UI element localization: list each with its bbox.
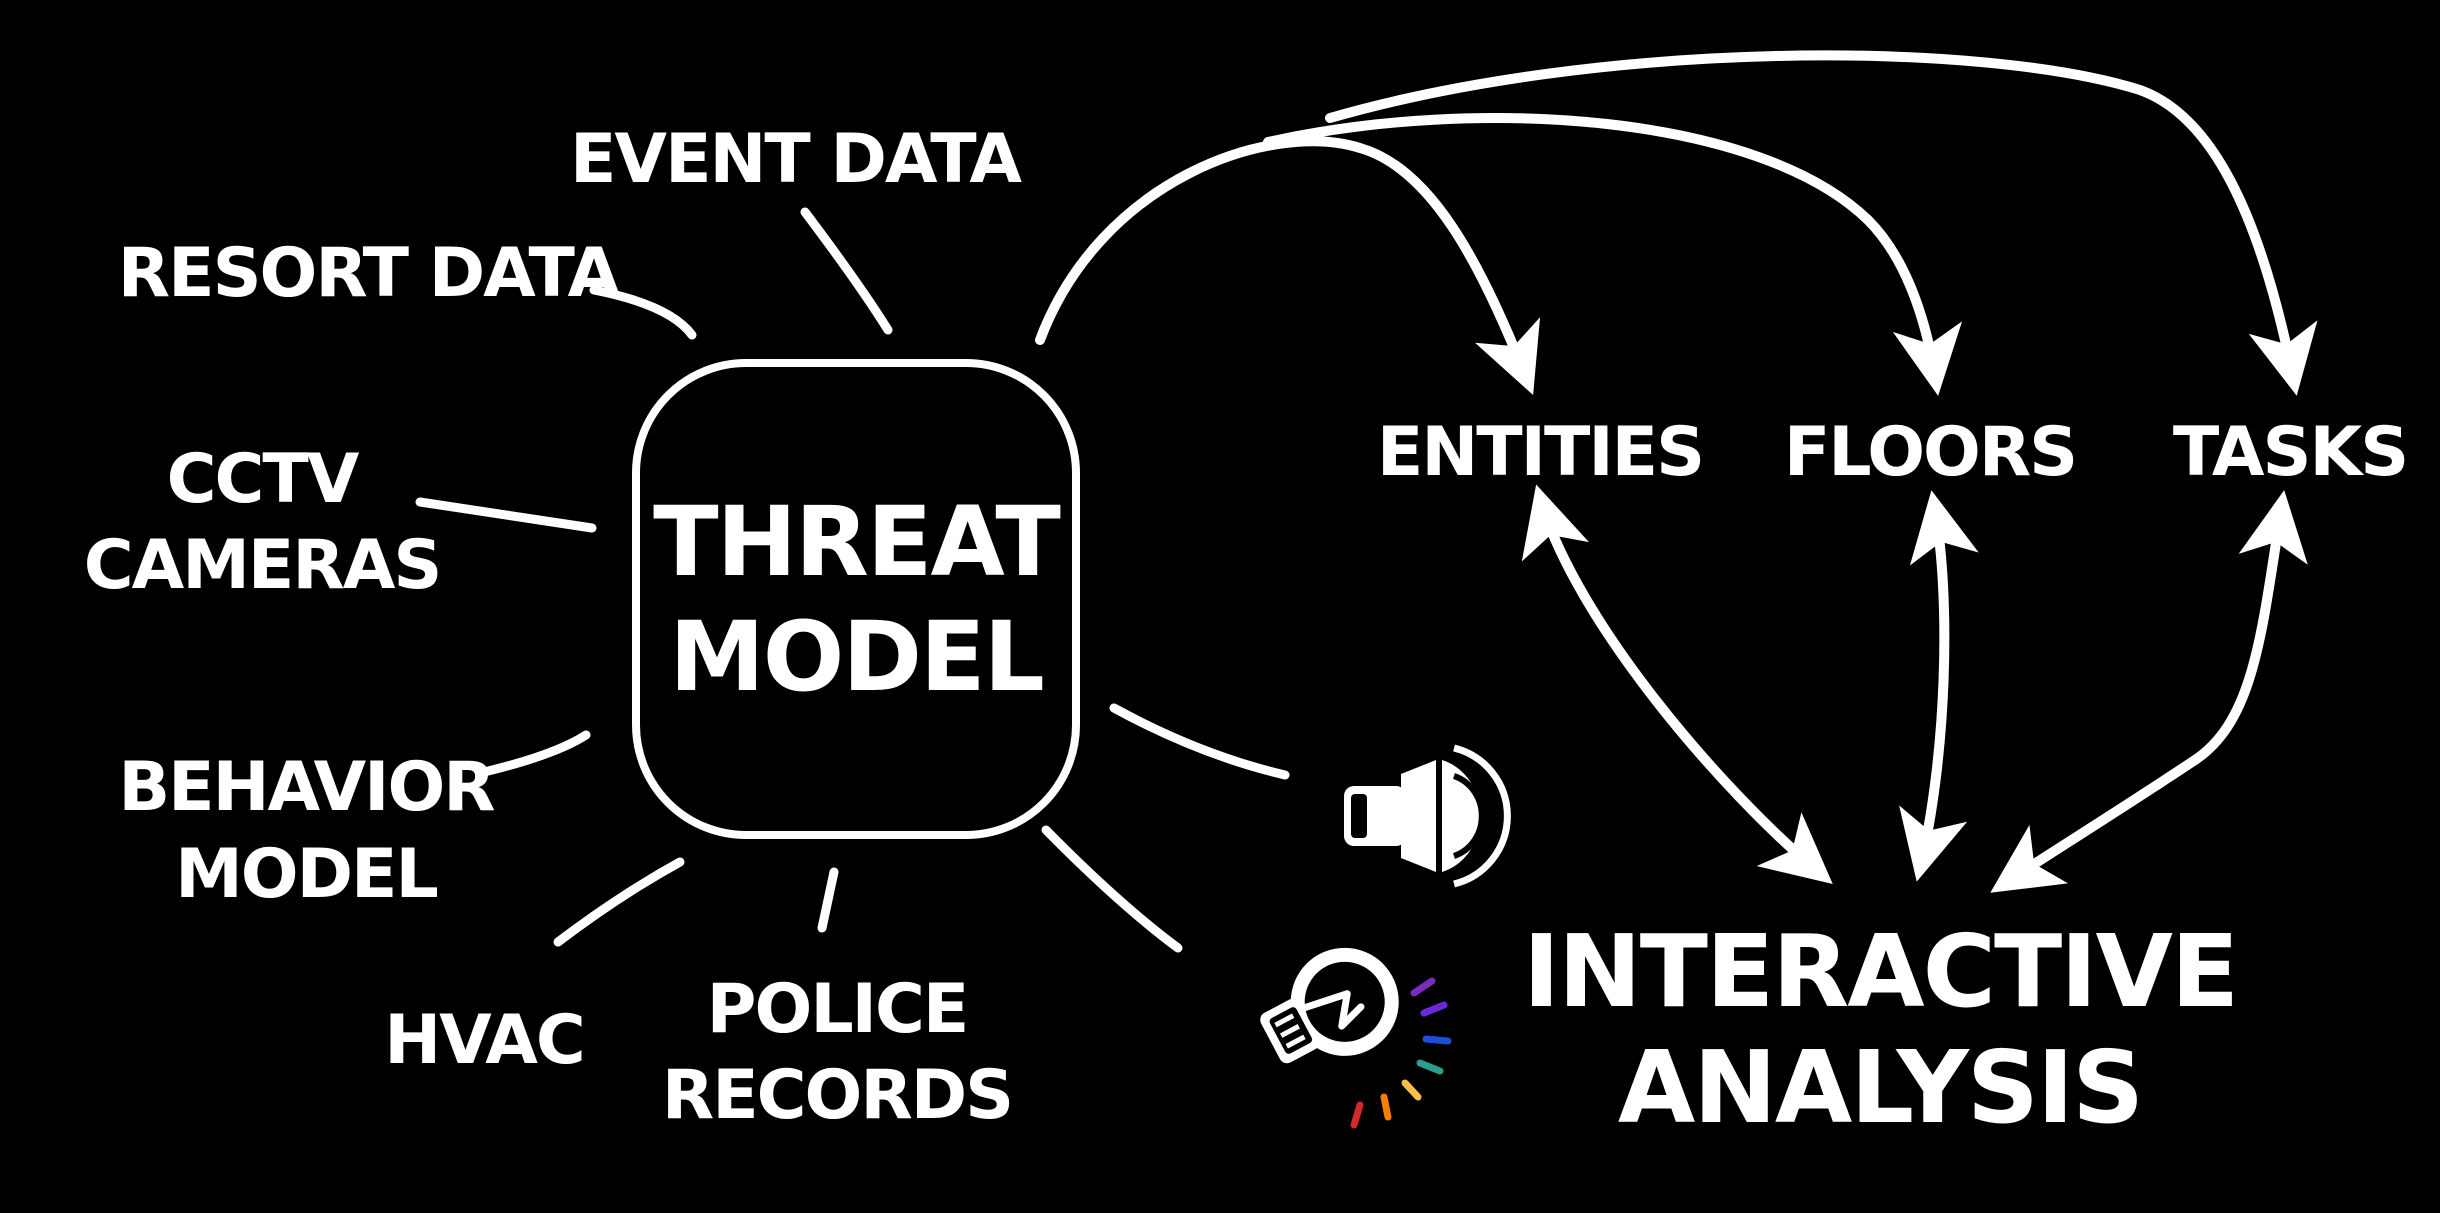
arrow-floors-analysis (1899, 490, 1979, 882)
label-police-line2: RECORDS (662, 1056, 1012, 1135)
label-floors: FLOORS (1784, 413, 2076, 492)
threat-model-title-line2: MODEL (669, 601, 1043, 713)
label-event-data: EVENT DATA (570, 120, 1022, 199)
label-hvac: HVAC (384, 1001, 583, 1080)
threat-model-box (632, 359, 1080, 839)
label-tasks: TASKS (2173, 413, 2407, 492)
connector-event-data (800, 207, 893, 335)
label-analysis-line2: ANALYSIS (1618, 1029, 2142, 1146)
arrow-to-tasks (1325, 50, 2318, 396)
connector-speaker (1109, 703, 1290, 780)
label-police-line1: POLICE (707, 970, 968, 1049)
label-entities: ENTITIES (1377, 413, 1703, 492)
arrow-to-floors (1263, 113, 1963, 396)
connector-police (817, 867, 839, 933)
connector-resort-data (589, 285, 697, 340)
label-cctv-line2: CAMERAS (84, 526, 441, 605)
arrow-tasks-analysis (1990, 490, 2308, 893)
label-cctv-line1: CCTV (167, 440, 360, 519)
arrow-to-entities (1035, 136, 1541, 396)
label-analysis-line1: INTERACTIVE (1523, 913, 2237, 1030)
label-behavior-line1: BEHAVIOR (118, 748, 494, 827)
lightbulb-icon (1260, 947, 1452, 1129)
label-behavior-line2: MODEL (175, 835, 437, 914)
label-resort-data: RESORT DATA (118, 234, 621, 313)
threat-model-title-line1: THREAT (653, 486, 1060, 598)
connector-behavior (479, 730, 591, 777)
connector-lightbulb (1041, 825, 1183, 953)
connector-cctv (415, 497, 597, 533)
connector-hvac (553, 857, 685, 947)
speaker-icon (1344, 744, 1511, 888)
bulb-rays (1350, 977, 1452, 1129)
arrow-entities-analysis (1521, 484, 1833, 884)
